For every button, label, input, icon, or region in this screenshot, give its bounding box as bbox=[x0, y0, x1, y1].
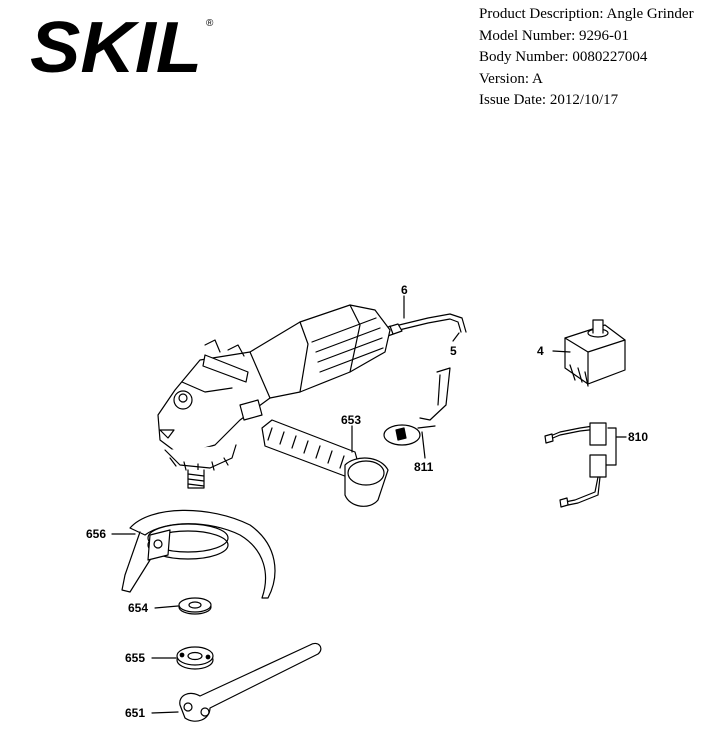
flange-nut-part bbox=[176, 646, 214, 670]
part-label-811: 811 bbox=[414, 460, 434, 474]
body-number-line: Body Number: 0080227004 bbox=[479, 49, 648, 65]
model-number-value: 9296-01 bbox=[578, 27, 629, 44]
skil-logo: SKIL ® bbox=[30, 12, 214, 80]
suppressor-wires-part bbox=[544, 422, 607, 508]
part-label-654: 654 bbox=[128, 601, 148, 615]
callout-leader-lines bbox=[111, 295, 627, 714]
lock-off-lever-part bbox=[383, 367, 451, 446]
part-label-655: 655 bbox=[125, 651, 145, 665]
version-line: Version: A bbox=[479, 70, 543, 87]
version-value: A bbox=[531, 70, 543, 87]
product-info: Product Description: Angle Grinder Model… bbox=[479, 4, 694, 112]
spanner-wrench-part bbox=[179, 642, 322, 722]
issue-date-value: 2012/10/17 bbox=[549, 92, 619, 108]
switch-part bbox=[564, 319, 626, 387]
wheel-guard-part bbox=[121, 509, 276, 599]
power-cord-part bbox=[394, 313, 467, 333]
part-label-5: 5 bbox=[450, 344, 457, 358]
registered-mark-icon: ® bbox=[206, 18, 214, 29]
body-number-value: 0080227004 bbox=[572, 49, 648, 65]
model-number-line: Model Number: 9296-01 bbox=[479, 27, 629, 44]
product-description-value: Angle Grinder bbox=[606, 6, 694, 22]
skil-logo-wordmark: SKIL bbox=[30, 12, 202, 80]
grinder-body-part bbox=[157, 304, 391, 489]
part-label-6: 6 bbox=[401, 283, 408, 297]
inner-flange-part bbox=[178, 597, 212, 615]
product-description-line: Product Description: Angle Grinder bbox=[479, 6, 694, 22]
part-label-651: 651 bbox=[125, 706, 145, 720]
issue-date-line: Issue Date: 2012/10/17 bbox=[479, 92, 619, 108]
part-label-656: 656 bbox=[86, 527, 106, 541]
part-label-810: 810 bbox=[628, 430, 648, 444]
part-label-4: 4 bbox=[537, 344, 544, 358]
part-label-653: 653 bbox=[341, 413, 361, 427]
auxiliary-handle-part bbox=[261, 419, 389, 507]
